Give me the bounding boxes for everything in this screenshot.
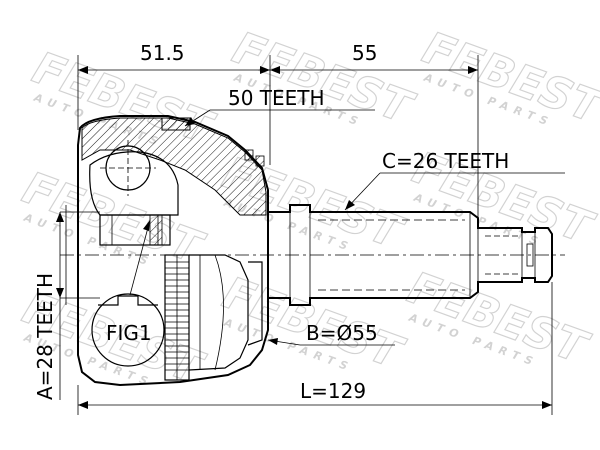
dim-bore-teeth: A=28 TEETH — [33, 273, 57, 400]
fig1-label: FIG1 — [106, 321, 152, 345]
abs-ring — [164, 254, 190, 381]
output-shaft — [267, 204, 553, 306]
dim-outer-teeth: 50 TEETH — [228, 86, 325, 110]
watermark-layer: FEBEST AUTO PARTS FEBEST AUTO PARTS FEBE… — [16, 22, 600, 396]
dim-shaft-teeth: C=26 TEETH — [382, 149, 509, 173]
dimension-lines — [56, 55, 565, 415]
dim-total-length: L=129 — [300, 379, 366, 403]
dim-right-length: 55 — [352, 41, 377, 65]
dim-diameter: B=Ø55 — [306, 321, 378, 345]
outer-housing — [77, 115, 269, 387]
fig1-callout: FIG1 — [91, 293, 165, 367]
dim-left-length: 51.5 — [140, 41, 185, 65]
